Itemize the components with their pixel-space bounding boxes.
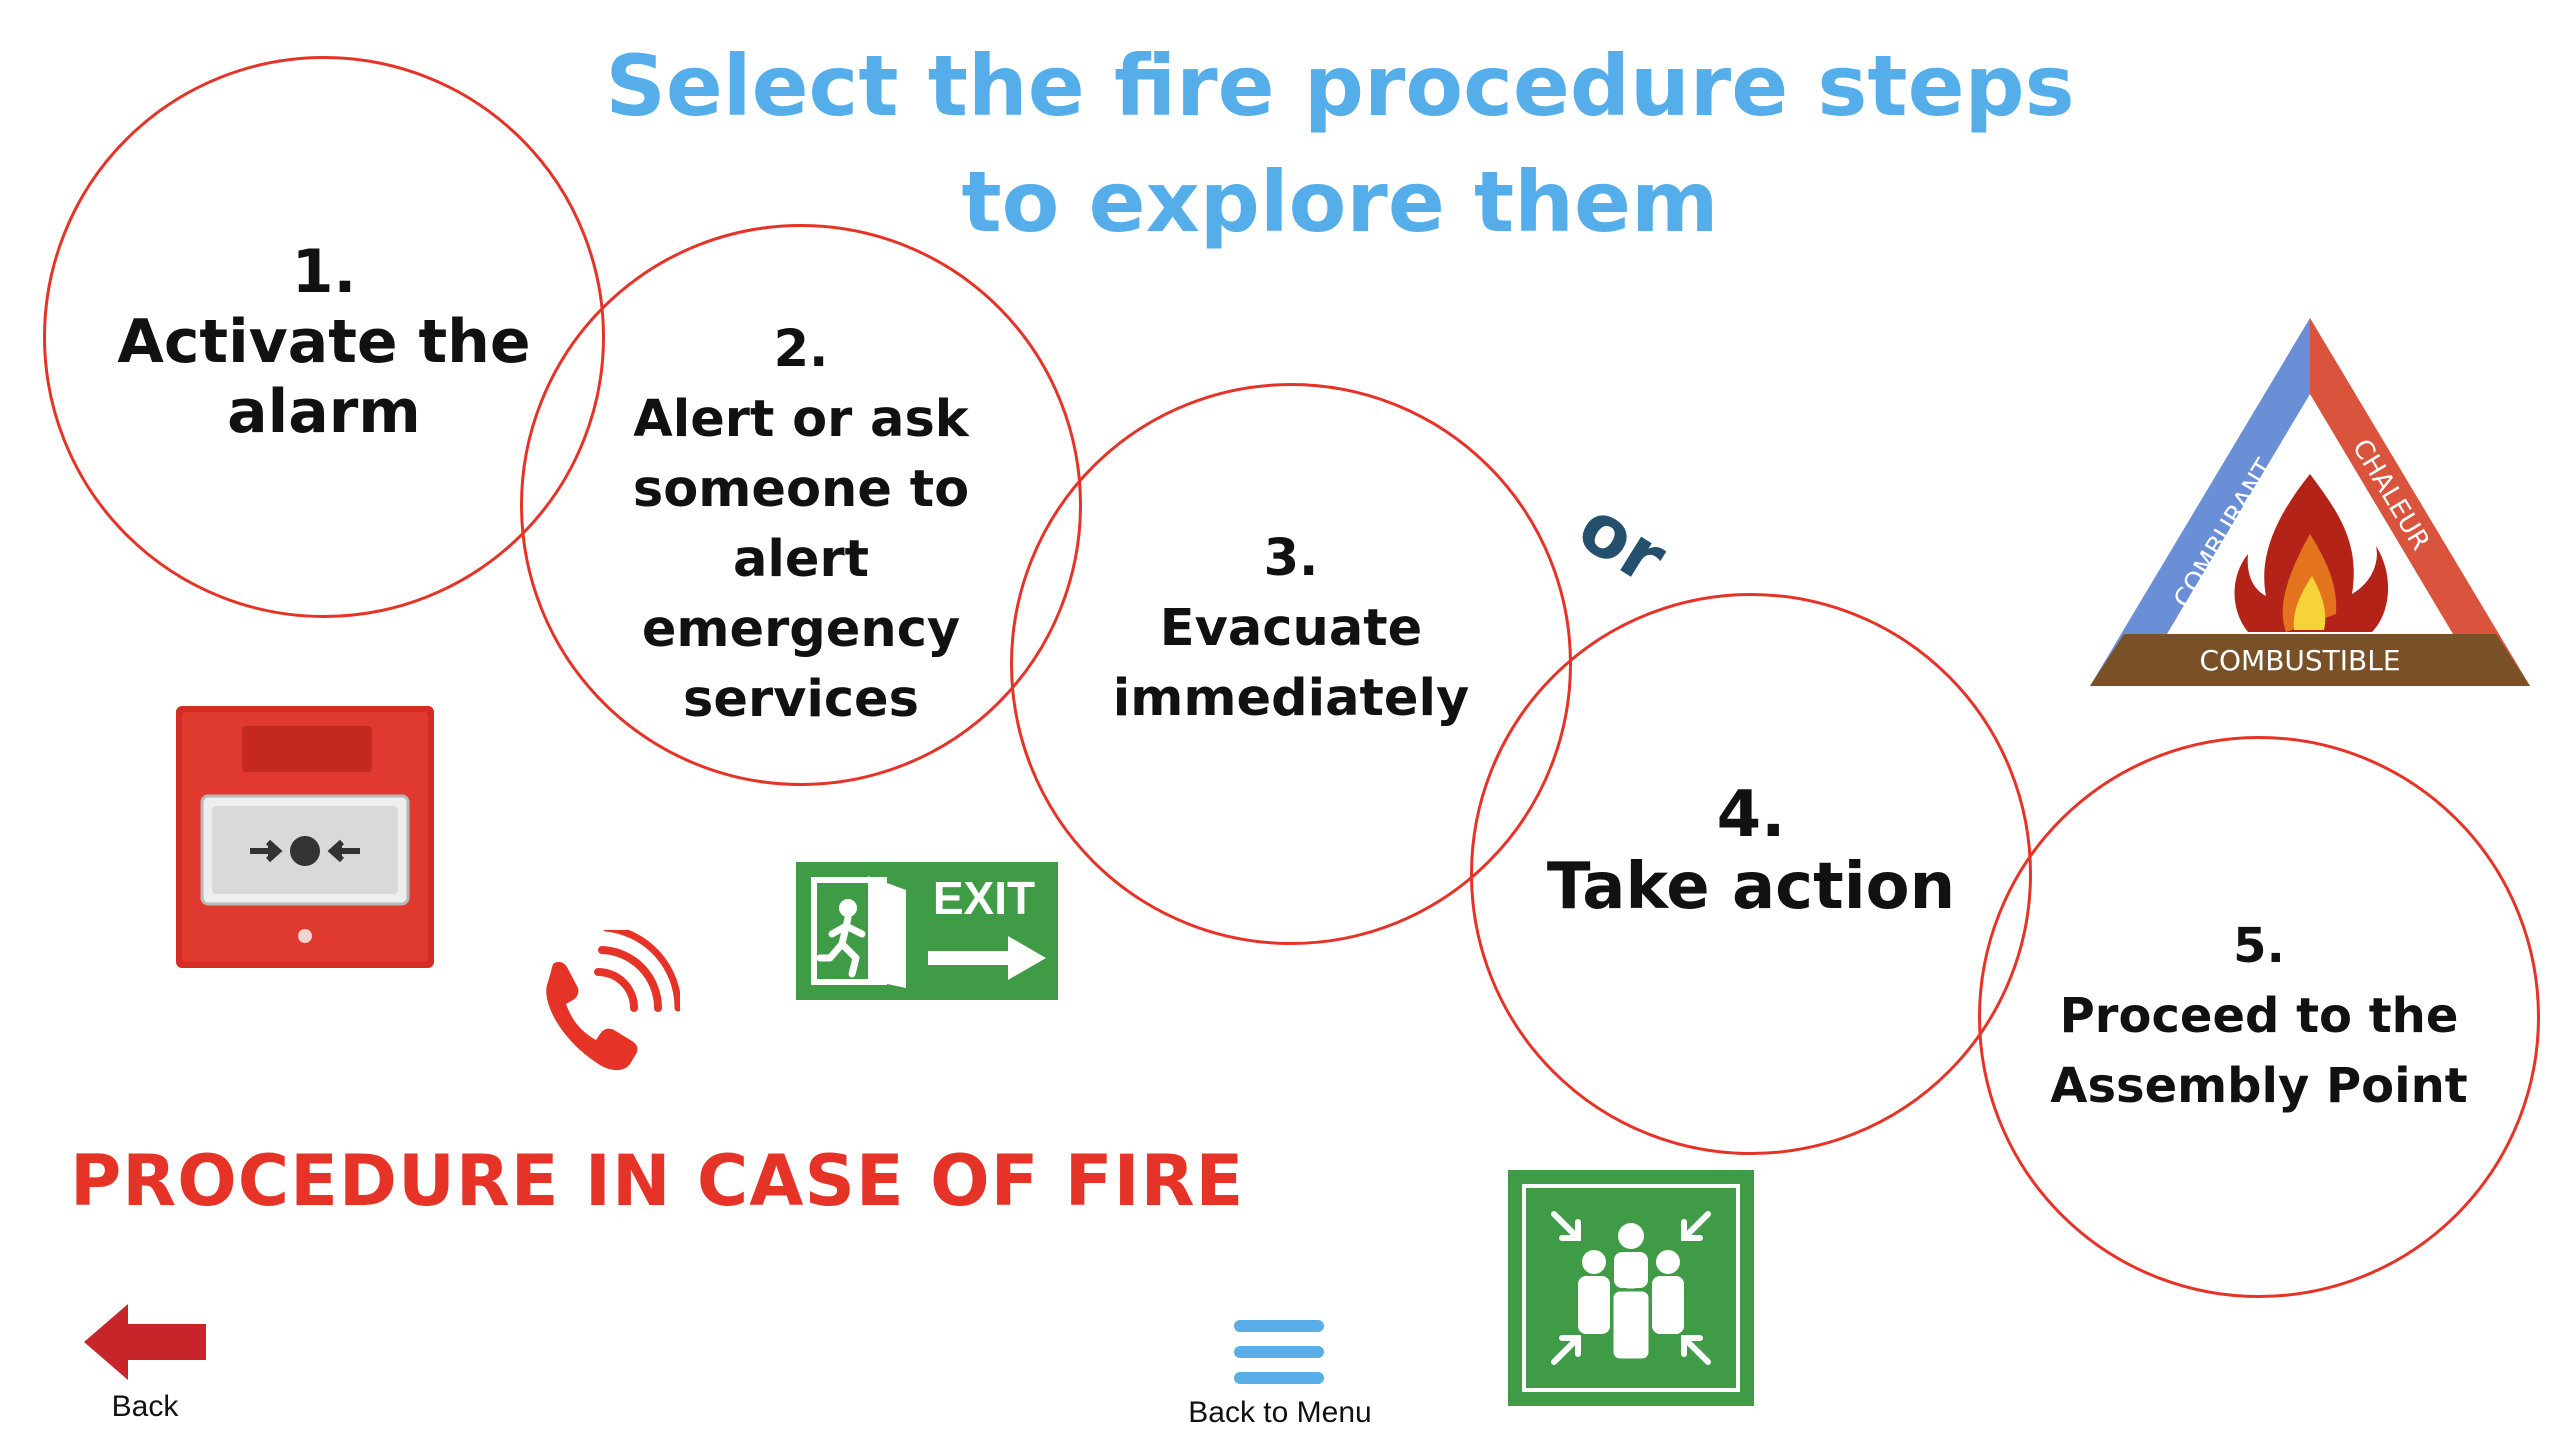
back-button[interactable]: Back: [70, 1298, 230, 1428]
step-4-line: Take action: [1546, 850, 1956, 924]
exit-sign-text: EXIT: [933, 872, 1035, 924]
phone-ringing-icon: [546, 930, 680, 1071]
triangle-bottom-label: COMBUSTIBLE: [2199, 644, 2400, 677]
step-5-line: Proceed to the: [2059, 988, 2459, 1044]
step-3-label: 3. Evacuate immediately: [1013, 524, 1569, 734]
or-label: or: [1564, 483, 1681, 601]
hamburger-menu-icon: [1234, 1320, 1324, 1384]
step-2-number: 2.: [773, 320, 829, 379]
assembly-point-icon: [1508, 1170, 1754, 1406]
step-4-label: 4. Take action: [1473, 779, 2029, 923]
step-1-line: Activate the: [117, 307, 531, 377]
step-4-take-action[interactable]: 4. Take action: [1470, 593, 2032, 1155]
step-3-line: immediately: [1112, 669, 1470, 728]
step-5-number: 5.: [2233, 918, 2285, 974]
step-2-line: alert: [732, 530, 870, 589]
step-3-number: 3.: [1263, 529, 1319, 588]
step-1-line: alarm: [227, 377, 421, 447]
exit-sign-icon: EXIT: [796, 862, 1058, 1000]
step-2-line: emergency: [641, 600, 961, 659]
step-5-line: Assembly Point: [2050, 1058, 2468, 1114]
fire-triangle-icon: COMBUSTIBLE COMBURANT CHALEUR: [2090, 318, 2530, 686]
step-1-number: 1.: [291, 237, 357, 307]
step-2-line: someone to: [632, 460, 970, 519]
back-label: Back: [111, 1390, 179, 1423]
step-1-activate-alarm[interactable]: 1. Activate the alarm: [43, 56, 605, 618]
step-5-label: 5. Proceed to the Assembly Point: [1981, 911, 2537, 1121]
step-1-label: 1. Activate the alarm: [46, 237, 602, 447]
procedure-heading: PROCEDURE IN CASE OF FIRE: [70, 1140, 1245, 1222]
step-3-line: Evacuate: [1159, 599, 1423, 658]
fire-alarm-call-point-icon: [176, 706, 434, 968]
title-line-1: Select the fire procedure steps: [605, 37, 2075, 135]
step-4-number: 4.: [1716, 778, 1786, 852]
arrow-left-icon: [84, 1304, 206, 1380]
step-2-line: services: [683, 670, 919, 729]
title-line-2: to explore them: [961, 153, 1719, 251]
page-title: Select the fire procedure steps to explo…: [500, 28, 2180, 260]
back-to-menu-label: Back to Menu: [1188, 1396, 1372, 1429]
step-2-label: 2. Alert or ask someone to alert emergen…: [523, 315, 1079, 735]
step-2-alert-emergency-services[interactable]: 2. Alert or ask someone to alert emergen…: [520, 224, 1082, 786]
step-5-assembly-point[interactable]: 5. Proceed to the Assembly Point: [1978, 736, 2540, 1298]
triangle-right-label: CHALEUR: [2346, 434, 2435, 555]
step-2-line: Alert or ask: [633, 390, 969, 449]
back-to-menu-button[interactable]: Back to Menu: [1160, 1310, 1400, 1430]
